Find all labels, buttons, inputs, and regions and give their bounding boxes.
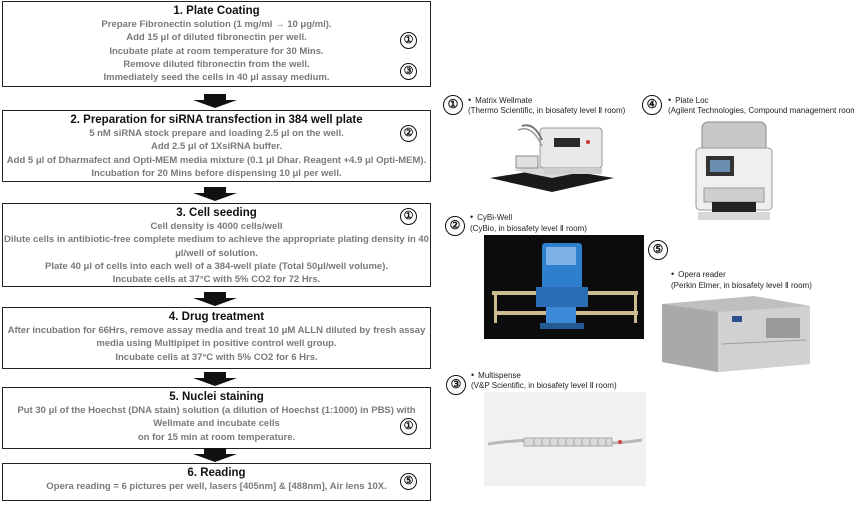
step-sirna-preparation: 2. Preparation for siRNA transfection in… <box>2 110 431 182</box>
step-line: Incubate cells at 37°C with 5% CO2 for 7… <box>112 274 321 286</box>
bullet: • <box>468 95 472 105</box>
device-info: (V&P Scientific, in biosafety level Ⅱ ro… <box>471 381 617 390</box>
bullet: • <box>471 370 475 380</box>
device-name: •CyBi-Well <box>470 212 512 222</box>
step-drug-treatment: 4. Drug treatment After incubation for 6… <box>2 307 431 369</box>
step-line: Wellmate and incubate cells <box>153 418 280 430</box>
step-line: Incubation for 20 Mins before dispensing… <box>91 167 342 179</box>
cybi-well-photo <box>484 235 644 339</box>
plateloc-photo <box>695 121 773 220</box>
device-number: ② <box>445 216 465 236</box>
device-info: (Agilent Technologies, Compound manageme… <box>668 106 854 115</box>
step-marker: ③ <box>400 63 417 80</box>
step-marker: ① <box>400 32 417 49</box>
device-name-text: CyBi-Well <box>477 213 513 222</box>
step-title: 2. Preparation for siRNA transfection in… <box>70 114 363 126</box>
step-line: Opera reading = 6 pictures per well, las… <box>46 481 387 492</box>
step-marker: ① <box>400 208 417 225</box>
device-number: ④ <box>642 95 662 115</box>
step-line: Remove diluted fibronectin from the well… <box>123 58 310 70</box>
down-arrow-icon <box>193 94 237 108</box>
step-line: μl/well of solution. <box>175 247 258 259</box>
device-name-text: Plate Loc <box>675 96 709 105</box>
device-info: (Perkin Elmer, in biosafety level Ⅱ room… <box>671 281 812 290</box>
down-arrow-icon <box>193 372 237 386</box>
step-line: Add 15 μl of diluted fibronectin per wel… <box>126 32 307 44</box>
step-plate-coating: 1. Plate Coating Prepare Fibronectin sol… <box>2 1 431 87</box>
step-nuclei-staining: 5. Nuclei staining Put 30 μl of the Hoec… <box>2 387 431 449</box>
device-name: •Matrix Wellmate <box>468 95 532 105</box>
step-line: media using Multipipet in positive contr… <box>96 338 337 350</box>
step-line: Incubate plate at room temperature for 3… <box>109 45 324 57</box>
device-name-text: Multispense <box>478 371 521 380</box>
step-title: 5. Nuclei staining <box>169 391 264 403</box>
step-line: Put 30 μl of the Hoechst (DNA stain) sol… <box>17 405 416 416</box>
bullet: • <box>470 212 474 222</box>
step-line: 5 nM siRNA stock prepare and loading 2.5… <box>89 128 344 139</box>
step-title: 1. Plate Coating <box>173 5 260 17</box>
step-reading: 6. Reading Opera reading = 6 pictures pe… <box>2 463 431 501</box>
device-info: (Thermo Scientific, in biosafety level Ⅱ… <box>468 106 626 115</box>
device-number: ⑤ <box>648 240 668 260</box>
step-line: Dilute cells in antibiotic-free complete… <box>4 234 429 246</box>
step-line: Immediately seed the cells in 40 μl assa… <box>103 72 330 84</box>
opera-reader-photo <box>662 296 810 372</box>
wellmate-photo <box>490 124 614 192</box>
step-line: Plate 40 μl of cells into each well of a… <box>45 260 388 272</box>
step-title: 4. Drug treatment <box>168 311 265 323</box>
device-number: ① <box>443 95 463 115</box>
device-info: (CyBio, in biosafety level Ⅱ room) <box>470 224 587 233</box>
device-name: •Plate Loc <box>668 95 709 105</box>
device-number: ③ <box>446 375 466 395</box>
step-line: on for 15 min at room temperature. <box>137 431 296 443</box>
device-name-text: Matrix Wellmate <box>475 96 533 105</box>
step-marker: ⑤ <box>400 473 417 490</box>
step-title: 3. Cell seeding <box>176 207 257 219</box>
bullet: • <box>671 269 675 279</box>
down-arrow-icon <box>193 187 237 201</box>
step-line: Add 2.5 μl of 1XsiRNA buffer. <box>150 141 283 153</box>
bullet: • <box>668 95 672 105</box>
down-arrow-icon <box>193 292 237 306</box>
down-arrow-icon <box>193 448 237 462</box>
step-line: Add 5 μl of Dharmafect and Opti-MEM medi… <box>6 154 427 166</box>
multispense-photo <box>484 392 646 486</box>
step-marker: ① <box>400 418 417 435</box>
device-name-text: Opera reader <box>678 270 726 279</box>
device-name: •Opera reader <box>671 269 726 279</box>
device-name: •Multispense <box>471 370 521 380</box>
step-title: 6. Reading <box>187 467 246 479</box>
step-line: After incubation for 66Hrs, remove assay… <box>7 325 426 336</box>
step-cell-seeding: 3. Cell seeding Cell density is 4000 cel… <box>2 203 431 287</box>
step-line: Incubate cells at 37°C with 5% CO2 for 6… <box>115 351 318 363</box>
step-line: Cell density is 4000 cells/well <box>150 221 283 232</box>
step-line: Prepare Fibronectin solution (1 mg/ml → … <box>101 19 332 30</box>
step-marker: ② <box>400 125 417 142</box>
